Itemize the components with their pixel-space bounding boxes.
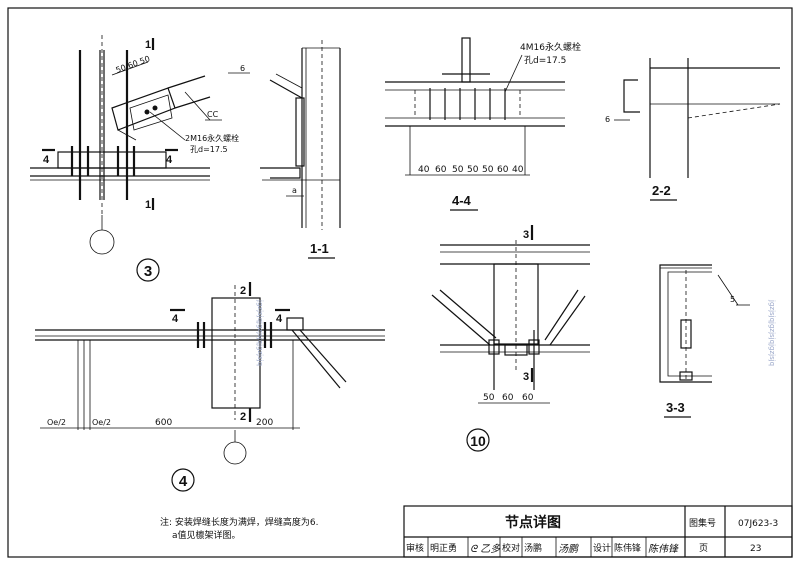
label-cc: CC (207, 110, 219, 119)
dim-60: 60 (435, 165, 447, 175)
section-4-4: 40 60 50 50 50 60 40 4M16永久螺栓 孔d=17.5 4-… (385, 37, 581, 211)
designer-label: 设计 (593, 542, 611, 554)
section-mark-4-left: 4 (43, 154, 50, 166)
section-mark-2-bottom: 2 (240, 411, 246, 423)
title-block: 节点详图 图集号 07J623-3 审核 明正勇 ᘓ 乙多 校对 汤鹏 汤鹏 设… (403, 505, 793, 558)
atlas-no: 07J623-3 (738, 519, 778, 529)
axis-bubble (89, 229, 115, 255)
dim-600: 600 (155, 418, 172, 428)
section-title-4-4: 4-4 (452, 193, 472, 208)
bolt-label: 2M16永久螺栓 (185, 133, 239, 143)
section-title-3-3: 3-3 (666, 400, 685, 415)
watermark-2: jgzjsjqjgzjsjqjgzjsjq (768, 299, 776, 366)
axis-bubble-4 (223, 441, 247, 465)
reviewer-name: 明正勇 (430, 543, 457, 554)
section-mark-1-top: 1 (145, 39, 151, 51)
dim-40: 40 (418, 165, 430, 175)
sheet-border (7, 7, 793, 558)
detail-number-3: 3 (144, 263, 152, 280)
checker-label: 校对 (502, 542, 520, 554)
dim-60-10a: 60 (502, 393, 514, 403)
hole-label: 孔d=17.5 (190, 145, 228, 154)
dim-half-left: Oe/2 (47, 418, 66, 427)
designer-name: 陈伟锋 (614, 542, 641, 554)
dim-50-10: 50 (483, 393, 495, 403)
designer-signature: 陈伟锋 (648, 543, 679, 555)
detail-3: 50 60 50 1 1 4 4 CC 2M16永久螺栓 孔d=17.5 3 (30, 35, 239, 282)
weld-size-2-2: 6 (605, 115, 610, 124)
dim-a: a (292, 186, 297, 195)
dim-text: 50 60 50 (115, 54, 152, 75)
dim-half-right: Oe/2 (92, 418, 111, 427)
page-label: 页 (699, 543, 708, 554)
section-title-1-1: 1-1 (310, 241, 329, 256)
section-mark-1-bottom: 1 (145, 199, 151, 211)
section-mark-3-top: 3 (523, 229, 529, 241)
note-line-2: a值见檩架详图。 (172, 529, 241, 541)
hole-label-4-4: 孔d=17.5 (524, 55, 566, 66)
reviewer-label: 审核 (406, 542, 424, 554)
section-2-2: 6 2-2 (605, 58, 781, 201)
section-mark-4-right: 4 (166, 154, 173, 166)
detail-10: 3 3 50 60 60 10 (431, 225, 590, 452)
dim-40b: 40 (512, 165, 524, 175)
section-mark-2-top: 2 (240, 285, 246, 297)
bolt-label-4-4: 4M16永久螺栓 (520, 41, 581, 53)
dim-60b: 60 (497, 165, 509, 175)
dim-200: 200 (256, 418, 273, 428)
section-title-2-2: 2-2 (652, 183, 671, 198)
section-mark-4-b: 4 (276, 313, 283, 325)
drawing-title: 节点详图 (505, 514, 561, 531)
dim-50b: 50 (467, 165, 479, 175)
atlas-no-label: 图集号 (689, 517, 716, 529)
weld-size: 6 (240, 64, 245, 73)
section-1-1: 6 a 1-1 (228, 40, 341, 259)
weld-size-3-3: 5 (730, 295, 735, 304)
dim-50c: 50 (482, 165, 494, 175)
page-number: 23 (750, 544, 761, 554)
dim-60-10b: 60 (522, 393, 534, 403)
section-mark-4-a: 4 (172, 313, 179, 325)
dim-50: 50 (452, 165, 464, 175)
detail-number-4: 4 (179, 473, 188, 490)
section-mark-3-bottom: 3 (523, 371, 529, 383)
section-3-3: 5 3-3 (659, 264, 750, 418)
checker-signature: 汤鹏 (558, 543, 579, 555)
note-line-1: 注: 安装焊缝长度为满焊，焊缝高度为6. (160, 516, 318, 528)
detail-4: Oe/2 Oe/2 600 200 4 4 2 2 4 (35, 282, 385, 492)
detail-number-10: 10 (470, 433, 486, 449)
reviewer-signature: ᘓ 乙多 (470, 543, 501, 555)
checker-name: 汤鹏 (524, 542, 542, 554)
watermark-1: jgzjsjqjgzjsjqjgzjsjq (256, 299, 264, 366)
